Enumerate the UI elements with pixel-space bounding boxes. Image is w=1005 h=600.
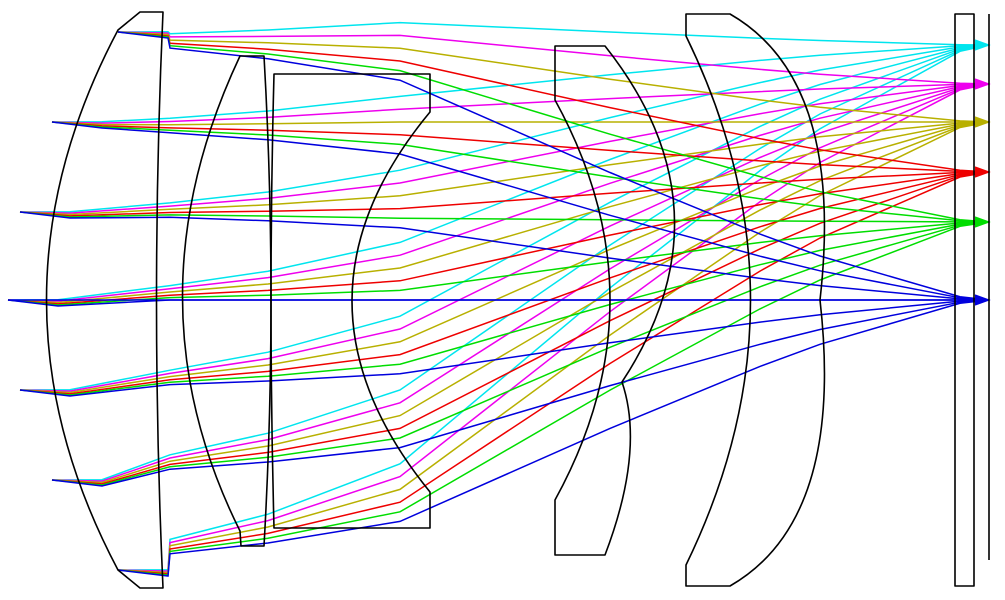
ray-olive-2 — [51, 121, 989, 126]
image-point-olive — [974, 116, 991, 128]
ray-olive-6 — [51, 121, 990, 484]
ray-green-5 — [19, 221, 990, 396]
ray-red-3 — [19, 171, 990, 217]
ray-cyan-5 — [19, 44, 990, 391]
ray-red-4 — [7, 171, 990, 305]
lens-elements — [45, 11, 990, 589]
lens-element-4 — [554, 45, 676, 556]
lens-element-2 — [181, 55, 272, 547]
ray-blue-1 — [117, 31, 990, 301]
ray-green-2 — [51, 121, 990, 223]
ray-olive-3 — [19, 121, 990, 216]
ray-cyan-3 — [19, 44, 990, 213]
image-point-blue — [974, 294, 991, 306]
ray-green-6 — [51, 221, 990, 486]
ray-magenta-1 — [117, 31, 990, 85]
ray-red-5 — [19, 171, 990, 395]
ray-cyan-6 — [51, 44, 990, 481]
ray-red-6 — [51, 171, 990, 485]
ray-blue-4 — [7, 299, 989, 307]
lens-element-3 — [270, 73, 431, 529]
ray-green-3 — [19, 211, 990, 223]
ray-olive-7 — [117, 121, 990, 574]
ray-blue-3 — [19, 211, 990, 301]
image-point-red — [974, 166, 991, 178]
ray-olive-4 — [7, 121, 990, 304]
ray-blue-2 — [51, 121, 990, 301]
image-point-cyan — [974, 39, 991, 51]
ray-blue-5 — [19, 299, 990, 397]
ray-bundles — [7, 21, 991, 577]
ray-green-4 — [7, 221, 990, 306]
ray-cyan-2 — [51, 44, 990, 123]
ray-red-2 — [51, 121, 990, 173]
image-point-green — [974, 216, 991, 228]
lens-element-5 — [685, 13, 826, 587]
ray-blue-7 — [117, 299, 990, 577]
ray-cyan-1 — [117, 21, 990, 46]
ray-blue-6 — [51, 299, 990, 487]
ray-magenta-5 — [19, 83, 990, 392]
ray-magenta-2 — [51, 83, 990, 124]
ray-magenta-6 — [51, 83, 990, 482]
image-point-magenta — [974, 78, 991, 90]
sensor-window — [954, 13, 975, 587]
ray-olive-5 — [19, 121, 990, 394]
ray-magenta-3 — [19, 83, 990, 214]
ray-magenta-7 — [117, 83, 990, 572]
lens-element-1 — [45, 11, 164, 589]
